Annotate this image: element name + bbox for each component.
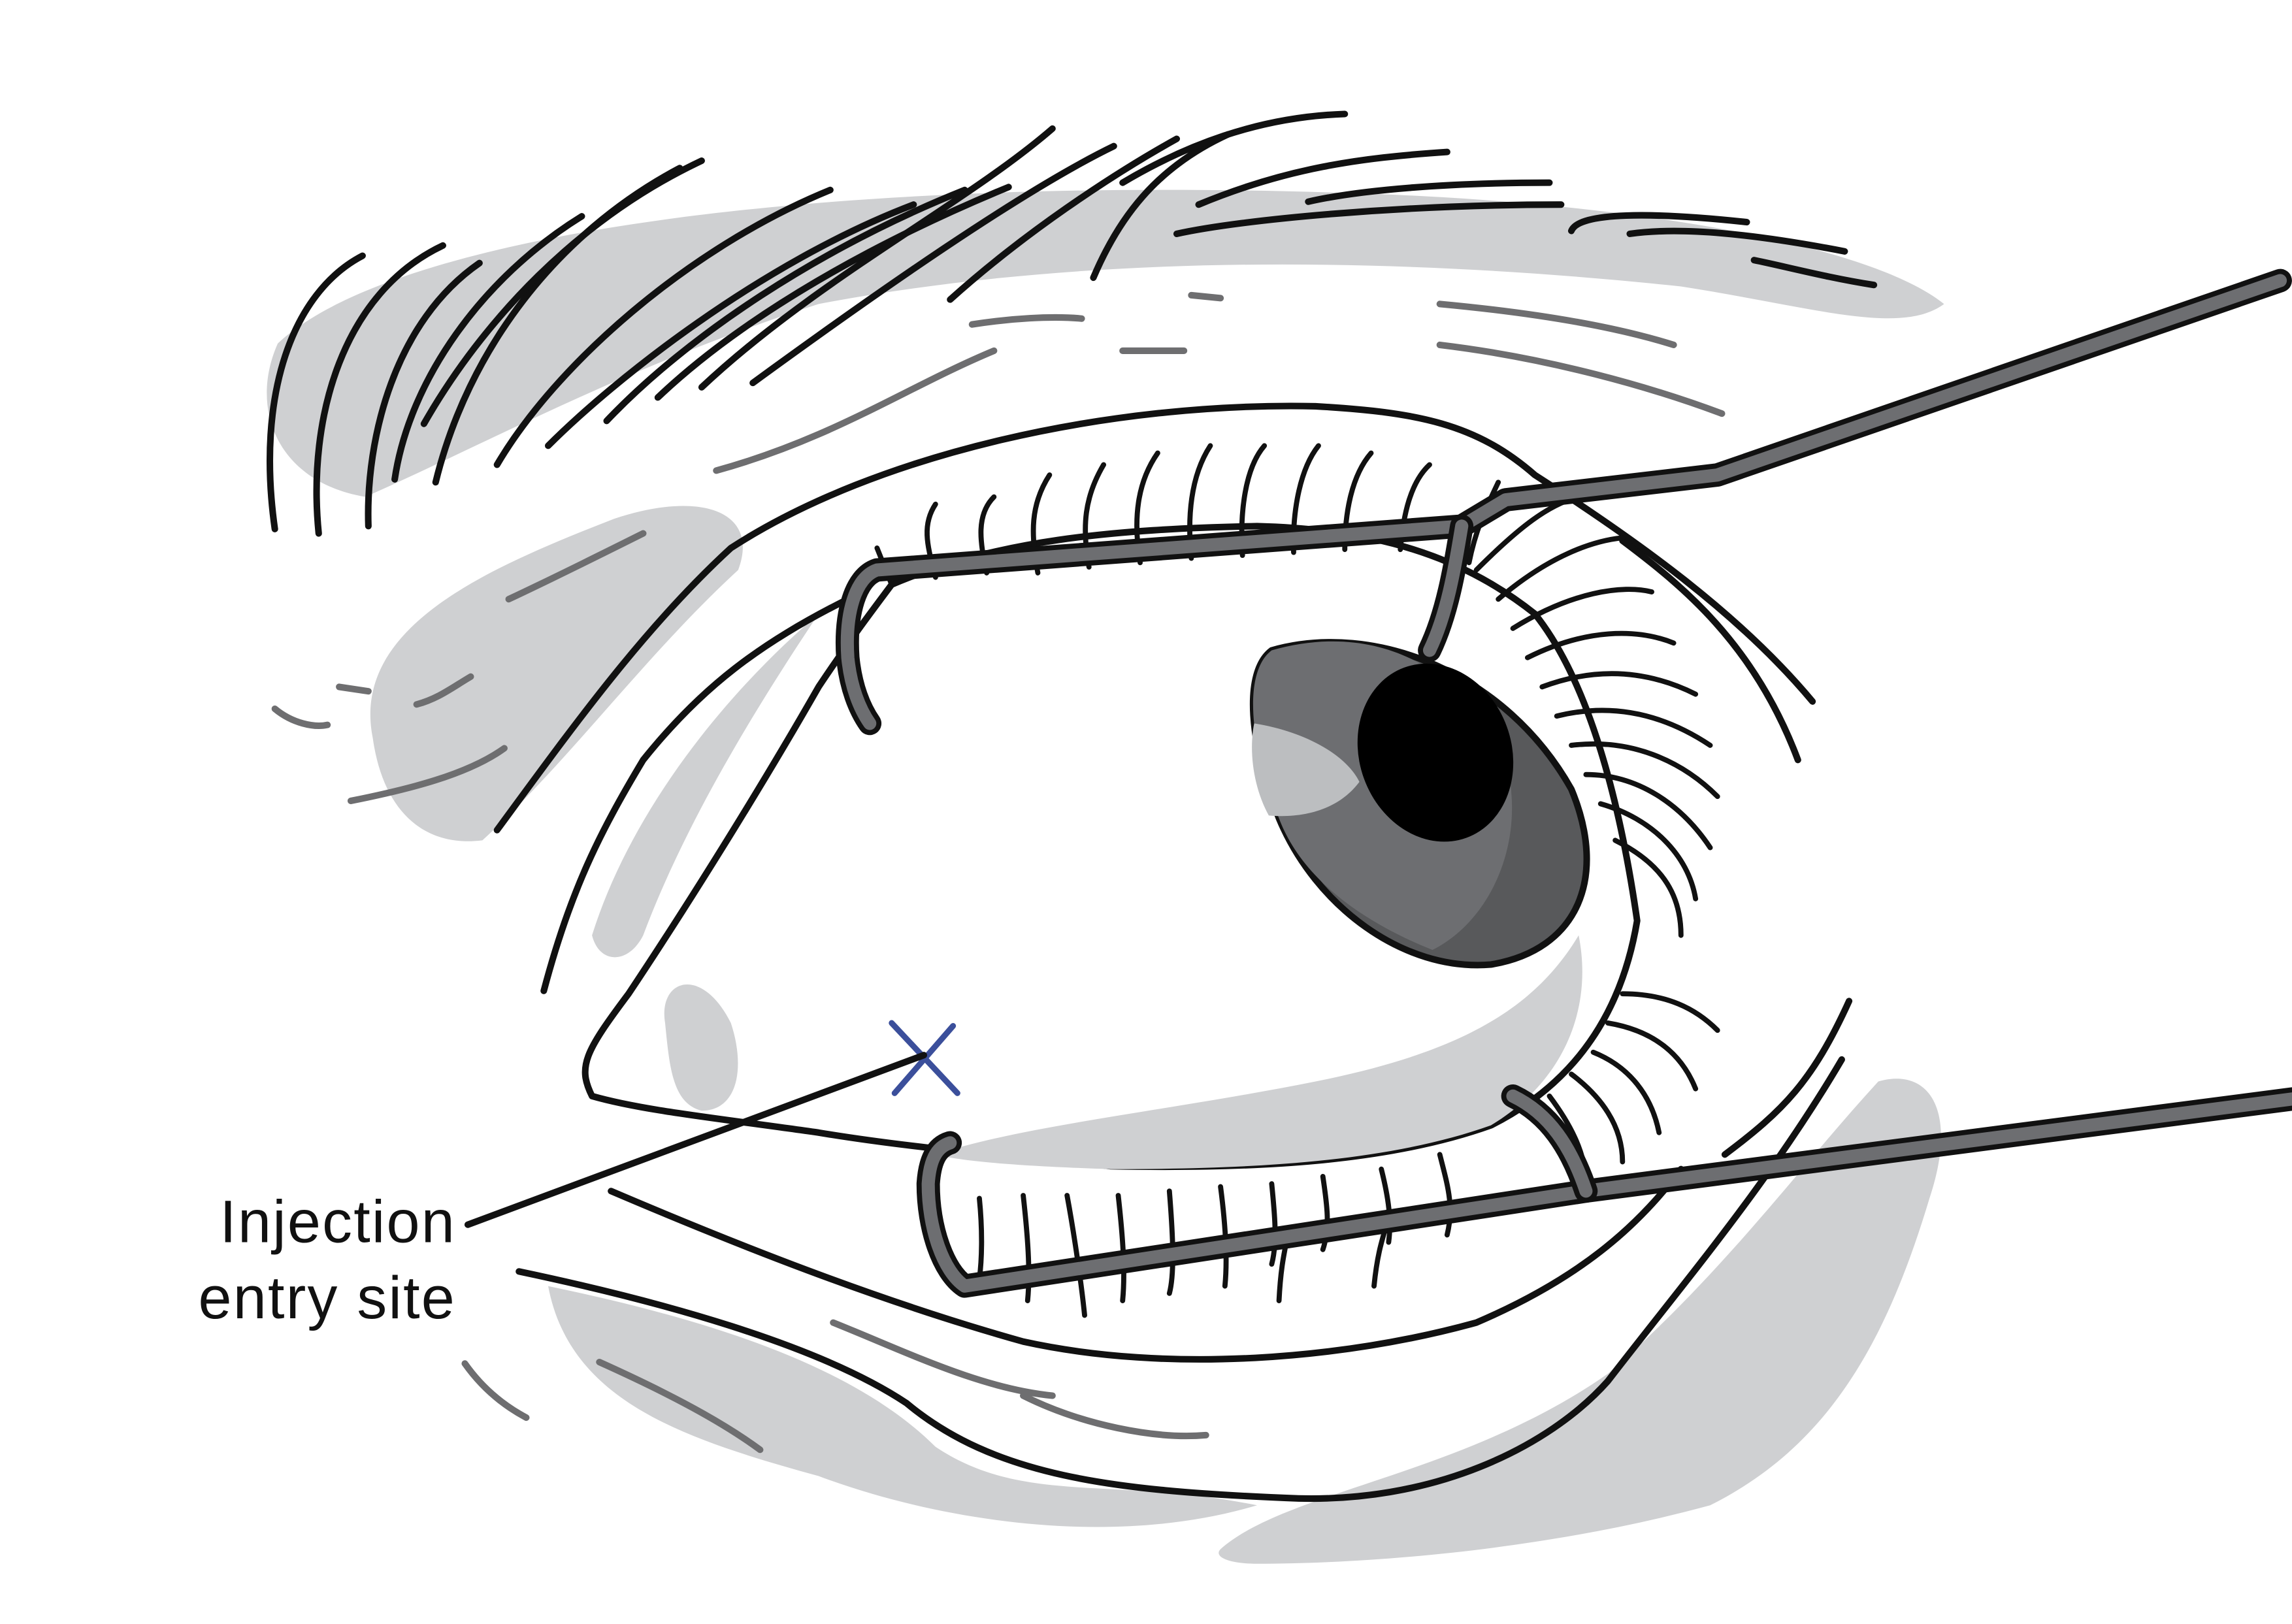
eyebrow bbox=[266, 110, 1878, 537]
pupil bbox=[1357, 663, 1514, 842]
eye-opening bbox=[581, 523, 1641, 1171]
orbit-outlines bbox=[493, 402, 1853, 1502]
iris bbox=[1249, 639, 1590, 969]
annotation-line-2: entry site bbox=[199, 1265, 457, 1331]
annotation-label: Injection entry site bbox=[199, 1189, 457, 1331]
leader-line bbox=[464, 1052, 927, 1228]
speculum-lower bbox=[916, 1084, 2292, 1298]
speculum-upper bbox=[836, 268, 2292, 736]
annotation-line-1: Injection bbox=[220, 1189, 456, 1256]
skin-creases bbox=[271, 291, 1726, 1453]
injection-marker bbox=[464, 1020, 960, 1228]
